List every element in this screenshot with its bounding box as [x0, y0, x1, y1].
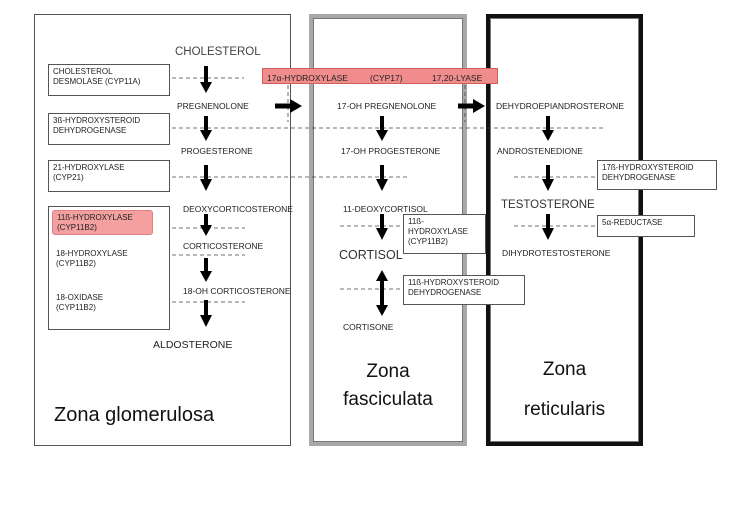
zona-reticularis-line1: Zona — [542, 359, 587, 380]
18-oxidase-label: 18-OXIDASE (CYP11B2) — [56, 293, 103, 313]
arrow-dhea-androstenedione — [542, 116, 554, 141]
cyp17-gene-label: (CYP17) — [370, 73, 403, 83]
arrow-17ohpreg-dhea — [458, 99, 485, 113]
arrow-17ohpreg-17ohprog — [376, 116, 388, 141]
21-hydroxylase-box: 21-HYDROXYLASE (CYP21) — [48, 160, 170, 192]
11b-hydroxylase-f-line3: (CYP11B2) — [408, 237, 448, 246]
18-hydroxylase-line1: 18-HYDROXYLASE — [56, 249, 128, 258]
dhea-label: DEHYDROEPIANDROSTERONE — [496, 101, 624, 111]
arrow-pregnenolone-progesterone — [200, 116, 212, 141]
21-hydroxylase-line1: 21-HYDROXYLASE — [53, 163, 125, 172]
dihydrotestosterone-label: DIHYDROTESTOSTERONE — [502, 248, 611, 258]
corticosterone-label: CORTICOSTERONE — [183, 241, 264, 251]
zona-reticularis-line2: reticularis — [523, 399, 606, 420]
arrow-pregnenolone-17ohpreg — [275, 99, 302, 113]
deoxycorticosterone-label: DEOXYCORTICOSTERONE — [183, 204, 293, 214]
zona-fasciculata-title: Zona fasciculata — [313, 358, 463, 414]
18-oxidase-line2: (CYP11B2) — [56, 303, 96, 312]
cyp17-lyase-label: 17,20-LYASE — [432, 73, 483, 83]
17b-hsd-line1: 17ß-HYDROXYSTEROID — [602, 163, 694, 172]
18-oxidase-line1: 18-OXIDASE — [56, 293, 104, 302]
arrow-18oh-aldosterone — [200, 300, 212, 327]
5a-reductase-line1: 5α-REDUCTASE — [602, 218, 663, 227]
pregnenolone-label: PREGNENOLONE — [177, 101, 249, 111]
cholesterol-desmolase-line1: CHOLESTEROL — [53, 67, 113, 76]
18-hydroxylase-line2: (CYP11B2) — [56, 259, 96, 268]
arrow-androstenedione-testosterone — [542, 165, 554, 191]
reaction-arrows — [200, 66, 554, 327]
arrow-deoxycorticosterone-corticosterone — [200, 214, 212, 236]
cyp17-highlight-bar — [262, 68, 498, 84]
zona-glomerulosa-panel — [34, 14, 291, 446]
11b-hydroxylase-highlight-box: 11ß-HYDROXYLASE (CYP11B2) — [52, 210, 153, 235]
3b-hsd-line1: 3ß-HYDROXYSTEROID — [53, 116, 141, 125]
17oh-pregnenolone-label: 17-OH PREGNENOLONE — [337, 101, 437, 111]
11b-hsd-box: 11ß-HYDROXYSTEROID DEHYDROGENASE — [403, 275, 525, 305]
11b-hsd-line1: 11ß-HYDROXYSTEROID — [408, 278, 499, 287]
zona-fasciculata-line1: Zona — [366, 361, 410, 382]
arrow-cortisol-cortisone — [376, 270, 388, 316]
cholesterol-label: CHOLESTEROL — [175, 46, 261, 58]
11b-hydroxylase-fasciculata-box: 11ß- HYDROXYLASE (CYP11B2) — [403, 214, 486, 254]
17b-hsd-line2: DEHYDROGENASE — [602, 173, 676, 182]
11b-hydroxylase-line1: 11ß-HYDROXYLASE — [57, 213, 133, 222]
arrow-deoxycortisol-cortisol — [376, 214, 388, 240]
aldosterone-label: ALDOSTERONE — [153, 339, 233, 351]
3b-hsd-line2: DEHYDROGENASE — [53, 126, 127, 135]
zona-reticularis-title: Zona reticularis — [490, 350, 639, 430]
testosterone-label: TESTOSTERONE — [501, 199, 595, 211]
progesterone-label: PROGESTERONE — [181, 146, 253, 156]
arrow-cholesterol-pregnenolone — [200, 66, 212, 93]
arrow-testosterone-dht — [542, 214, 554, 240]
11b-hsd-line2: DEHYDROGENASE — [408, 288, 482, 297]
arrow-progesterone-deoxycorticosterone — [200, 165, 212, 191]
cortisone-label: CORTISONE — [343, 322, 394, 332]
17oh-progesterone-label: 17-OH PROGESTERONE — [341, 146, 441, 156]
18-hydroxylase-label: 18-HYDROXYLASE (CYP11B2) — [56, 249, 128, 269]
arrow-17ohprog-deoxycortisol — [376, 165, 388, 191]
11-deoxycortisol-label: 11-DEOXYCORTISOL — [343, 204, 428, 214]
21-hydroxylase-line2: (CYP21) — [53, 173, 84, 182]
cyp17-hydroxylase-label: 17α-HYDROXYLASE — [267, 73, 348, 83]
arrow-corticosterone-18oh — [200, 258, 212, 282]
11b-hydroxylase-f-line2: HYDROXYLASE — [408, 227, 469, 236]
cortisol-label: CORTISOL — [339, 248, 403, 262]
zona-fasciculata-line2: fasciculata — [343, 389, 433, 410]
11b-hydroxylase-f-line1: 11ß- — [408, 217, 424, 226]
androstenedione-label: ANDROSTENEDIONE — [497, 146, 583, 156]
zona-glomerulosa-title: Zona glomerulosa — [54, 404, 215, 426]
cholesterol-desmolase-line2: DESMOLASE (CYP11A) — [53, 77, 141, 86]
cholesterol-desmolase-box: CHOLESTEROL DESMOLASE (CYP11A) — [48, 64, 170, 96]
17b-hsd-box: 17ß-HYDROXYSTEROID DEHYDROGENASE — [597, 160, 717, 190]
5a-reductase-box: 5α-REDUCTASE — [597, 215, 695, 237]
3b-hsd-box: 3ß-HYDROXYSTEROID DEHYDROGENASE — [48, 113, 170, 145]
18oh-corticosterone-label: 18-OH CORTICOSTERONE — [183, 286, 291, 296]
11b-hydroxylase-line2: (CYP11B2) — [57, 223, 97, 232]
